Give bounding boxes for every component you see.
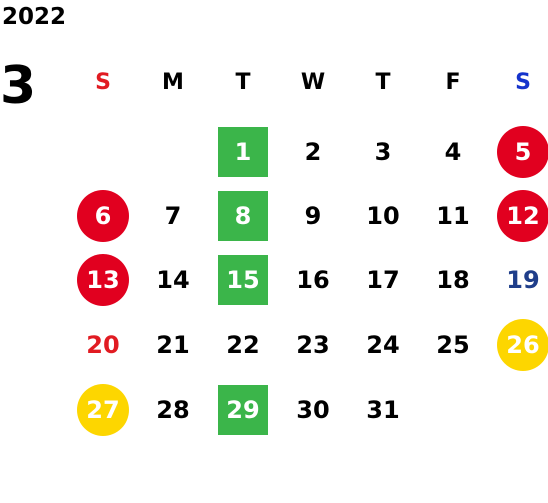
day-cell-empty	[488, 384, 548, 436]
day-cell-sunday[interactable]: 20	[86, 331, 120, 359]
weekday-friday: F	[445, 69, 461, 95]
day-cell[interactable]: 15	[208, 254, 278, 306]
day-cell[interactable]: 26	[488, 319, 548, 371]
day-cell[interactable]: 5	[488, 126, 548, 178]
day-15-highlight: 15	[218, 255, 268, 305]
day-cell[interactable]: 3	[374, 138, 392, 166]
day-6-holiday: 6	[77, 190, 129, 242]
day-cell[interactable]: 30	[296, 396, 330, 424]
year-label: 2022	[2, 4, 67, 30]
weekday-sunday: S	[95, 69, 111, 95]
day-12-holiday: 12	[497, 190, 548, 242]
day-cell[interactable]: 13	[68, 254, 138, 306]
day-cell[interactable]: 16	[296, 266, 330, 294]
day-cell[interactable]: 31	[366, 396, 400, 424]
day-cell[interactable]: 18	[436, 266, 470, 294]
day-cell[interactable]: 27	[68, 384, 138, 436]
day-cell[interactable]: 12	[488, 190, 548, 242]
day-cell[interactable]: 10	[366, 202, 400, 230]
day-cell-saturday[interactable]: 19	[506, 266, 540, 294]
day-1-highlight: 1	[218, 127, 268, 177]
day-cell[interactable]: 22	[226, 331, 260, 359]
weekday-thursday: T	[375, 69, 391, 95]
weekday-header: S M T W T F S	[68, 56, 548, 108]
day-cell[interactable]: 23	[296, 331, 330, 359]
day-cell[interactable]: 21	[156, 331, 190, 359]
day-27-special: 27	[77, 384, 129, 436]
day-13-holiday: 13	[77, 254, 129, 306]
day-cell-empty	[418, 384, 488, 436]
day-cell[interactable]: 4	[444, 138, 462, 166]
day-cell[interactable]: 29	[208, 384, 278, 436]
month-number: 3	[0, 56, 37, 116]
day-cell-empty	[138, 126, 208, 178]
day-cell[interactable]: 1	[208, 126, 278, 178]
week-row-3: 13 14 15 16 17 18 19	[68, 254, 548, 306]
day-5-holiday: 5	[497, 126, 548, 178]
day-cell[interactable]: 14	[156, 266, 190, 294]
day-cell-empty	[68, 126, 138, 178]
week-row-1: 1 2 3 4 5	[68, 126, 548, 178]
week-row-4: 20 21 22 23 24 25 26	[68, 319, 548, 371]
day-cell[interactable]: 24	[366, 331, 400, 359]
weekday-tuesday: T	[235, 69, 251, 95]
week-row-5: 27 28 29 30 31	[68, 384, 548, 436]
week-row-2: 6 7 8 9 10 11 12	[68, 190, 548, 242]
day-cell[interactable]: 8	[208, 190, 278, 242]
day-cell[interactable]: 17	[366, 266, 400, 294]
day-cell[interactable]: 7	[164, 202, 182, 230]
day-cell[interactable]: 25	[436, 331, 470, 359]
weekday-saturday: S	[515, 69, 531, 95]
day-26-special: 26	[497, 319, 548, 371]
day-cell[interactable]: 11	[436, 202, 470, 230]
day-cell[interactable]: 6	[68, 190, 138, 242]
day-cell[interactable]: 2	[304, 138, 322, 166]
day-cell[interactable]: 9	[304, 202, 322, 230]
day-29-highlight: 29	[218, 385, 268, 435]
weekday-wednesday: W	[300, 69, 326, 95]
day-cell[interactable]: 28	[156, 396, 190, 424]
day-8-highlight: 8	[218, 191, 268, 241]
weekday-monday: M	[162, 69, 184, 95]
